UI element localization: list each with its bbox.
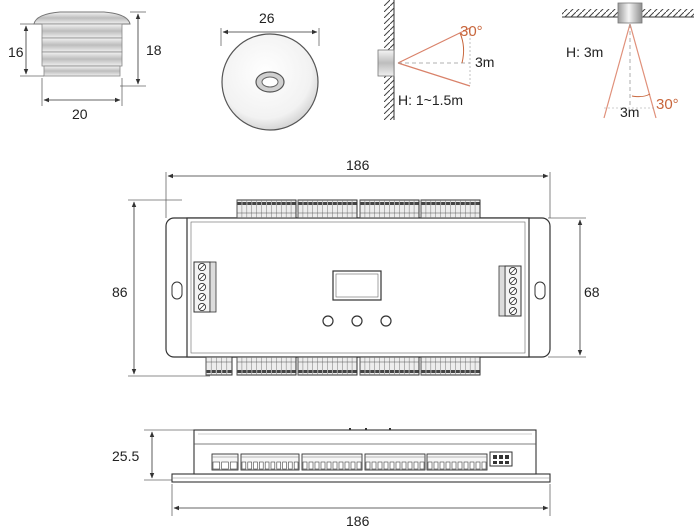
top-outer-height-label: 86	[112, 284, 128, 300]
ceiling-angle-label: 30°	[656, 96, 679, 113]
mount-slot-right	[534, 281, 546, 300]
ceiling-sensor	[617, 2, 643, 24]
ceiling-range-label: 3m	[620, 104, 639, 120]
controller-top-view: 186 86 68	[112, 157, 600, 377]
sensor-height-label: 16	[8, 44, 24, 60]
terminal-blocks-top	[236, 199, 481, 219]
terminal-blocks-bottom	[205, 356, 481, 376]
sensor-front-view: 26	[220, 10, 320, 131]
side-height-label: 25.5	[112, 448, 139, 464]
sensor-base-width-label: 20	[72, 106, 88, 122]
button-3[interactable]	[380, 315, 392, 327]
ceiling-mount-diagram: H: 3m 3m 30°	[562, 2, 694, 120]
terminal-side-right	[498, 265, 522, 317]
wall-sensor	[377, 49, 395, 77]
button-2[interactable]	[351, 315, 363, 327]
ceiling-height-label: H: 3m	[566, 44, 603, 60]
top-width-label: 186	[346, 157, 370, 173]
wall-mount-diagram: 30° 3m H: 1~1.5m	[377, 0, 494, 120]
sensor-height-right-label: 18	[146, 42, 162, 58]
mount-slot-left	[171, 281, 183, 300]
terminal-side-left	[193, 261, 217, 313]
top-inner-height-label: 68	[584, 284, 600, 300]
side-terminal-openings	[211, 453, 488, 471]
wall-angle-label: 30°	[460, 23, 483, 40]
wall-range-label: 3m	[475, 54, 494, 70]
side-width-label: 186	[346, 513, 370, 529]
sensor-side-view: 16 18 20	[8, 11, 162, 122]
display-window	[332, 270, 382, 301]
sensor-diameter-label: 26	[259, 10, 275, 26]
controller-side-view: 25.5 186	[112, 428, 551, 529]
wall-height-label: H: 1~1.5m	[398, 92, 463, 108]
button-1[interactable]	[322, 315, 334, 327]
